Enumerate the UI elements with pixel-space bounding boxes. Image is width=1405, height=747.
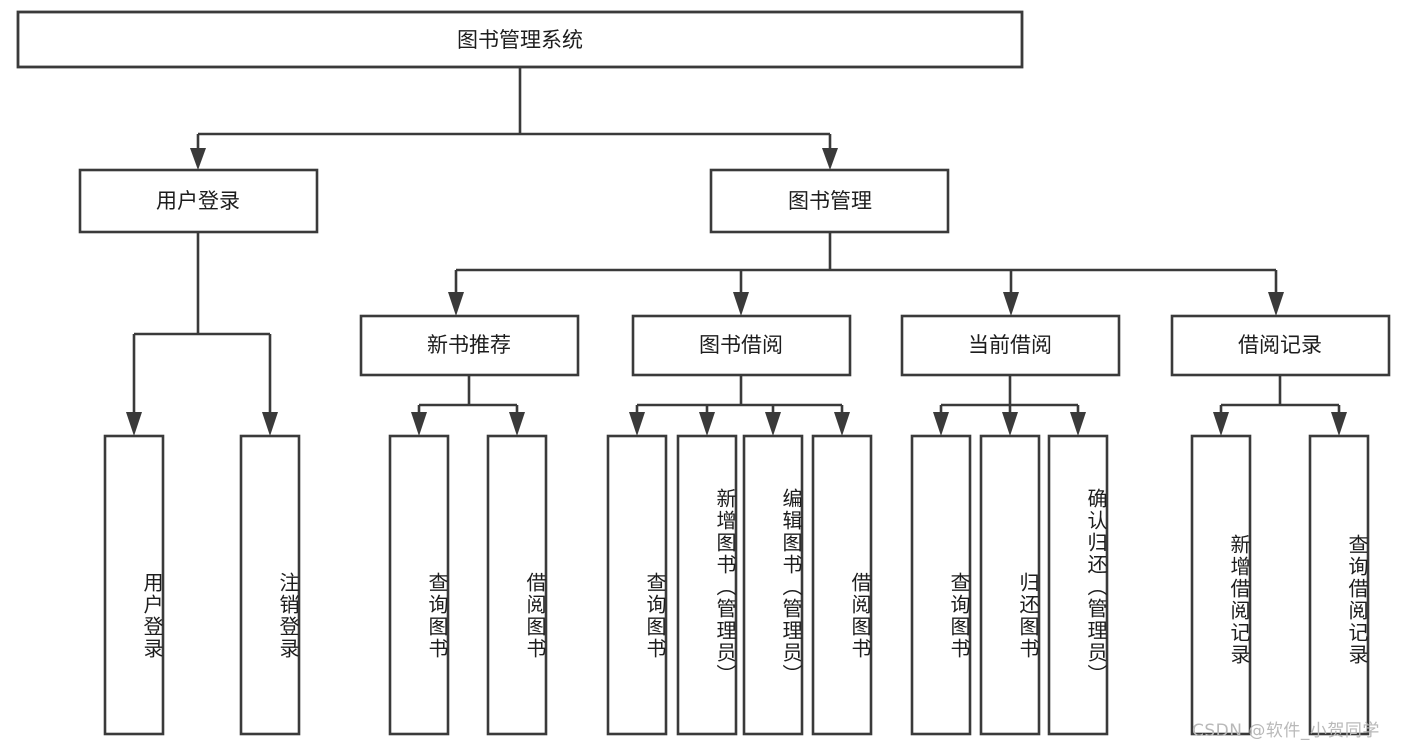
- node-new-book-recommend[interactable]: [359, 314, 580, 377]
- connector-layer: [126, 67, 1347, 436]
- arrow-head-user-login: [190, 148, 206, 170]
- node-layer: 图书管理系统 用户登录 图书管理 新书推荐 图书借阅 当前借阅 借阅记录: [16, 10, 1391, 736]
- node-leaf-query-borrow-record[interactable]: [1308, 434, 1370, 736]
- arrow-head-current-borrow-leaf-3: [1070, 412, 1086, 436]
- node-current-borrow[interactable]: [900, 314, 1121, 377]
- node-leaf-return-book[interactable]: [979, 434, 1041, 736]
- node-leaf-borrow-book[interactable]: [811, 434, 873, 736]
- arrow-head-book-mgmt: [822, 148, 838, 170]
- csdn-watermark: CSDN @软件_小贺同学: [1192, 721, 1380, 741]
- node-leaf-logout[interactable]: [239, 434, 301, 736]
- arrow-head-level3-3: [1003, 292, 1019, 316]
- node-new-book-recommend-label: 新书推荐: [427, 333, 511, 357]
- node-borrow-record[interactable]: [1170, 314, 1391, 377]
- arrow-head-current-borrow-leaf-2: [1002, 412, 1018, 436]
- arrow-head-user-login-child-2: [262, 412, 278, 436]
- node-leaf-query-book-new[interactable]: [388, 434, 450, 736]
- node-book-borrow[interactable]: [631, 314, 852, 377]
- arrow-head-level3-2: [733, 292, 749, 316]
- arrow-head-borrow-record-leaf-1: [1213, 412, 1229, 436]
- arrow-head-new-book-leaf-1: [411, 412, 427, 436]
- node-current-borrow-label: 当前借阅: [968, 333, 1052, 357]
- node-leaf-add-book-admin[interactable]: [676, 434, 738, 736]
- node-root-book-management-system[interactable]: [16, 10, 1024, 69]
- node-leaf-add-borrow-record[interactable]: [1190, 434, 1252, 736]
- node-user-login[interactable]: [78, 168, 319, 234]
- node-leaf-confirm-return-admin[interactable]: [1047, 434, 1109, 736]
- arrow-head-user-login-child-1: [126, 412, 142, 436]
- node-leaf-query-book-current[interactable]: [910, 434, 972, 736]
- arrow-head-level3-1: [448, 292, 464, 316]
- arrow-head-book-borrow-leaf-3: [765, 412, 781, 436]
- node-book-management-label: 图书管理: [788, 189, 872, 213]
- arrow-head-new-book-leaf-2: [509, 412, 525, 436]
- node-leaf-edit-book-admin[interactable]: [742, 434, 804, 736]
- arrow-head-current-borrow-leaf-1: [933, 412, 949, 436]
- node-leaf-user-login[interactable]: [103, 434, 165, 736]
- arrow-head-book-borrow-leaf-4: [834, 412, 850, 436]
- arrow-head-book-borrow-leaf-1: [629, 412, 645, 436]
- node-book-management[interactable]: [709, 168, 950, 234]
- arrow-head-level3-4: [1268, 292, 1284, 316]
- node-leaf-borrow-book-new[interactable]: [486, 434, 548, 736]
- node-borrow-record-label: 借阅记录: [1238, 333, 1322, 357]
- arrow-head-borrow-record-leaf-2: [1331, 412, 1347, 436]
- node-user-login-label: 用户登录: [156, 189, 240, 213]
- node-book-borrow-label: 图书借阅: [699, 333, 783, 357]
- node-leaf-query-book-borrow[interactable]: [606, 434, 668, 736]
- node-root-label: 图书管理系统: [457, 28, 583, 52]
- arrow-head-book-borrow-leaf-2: [699, 412, 715, 436]
